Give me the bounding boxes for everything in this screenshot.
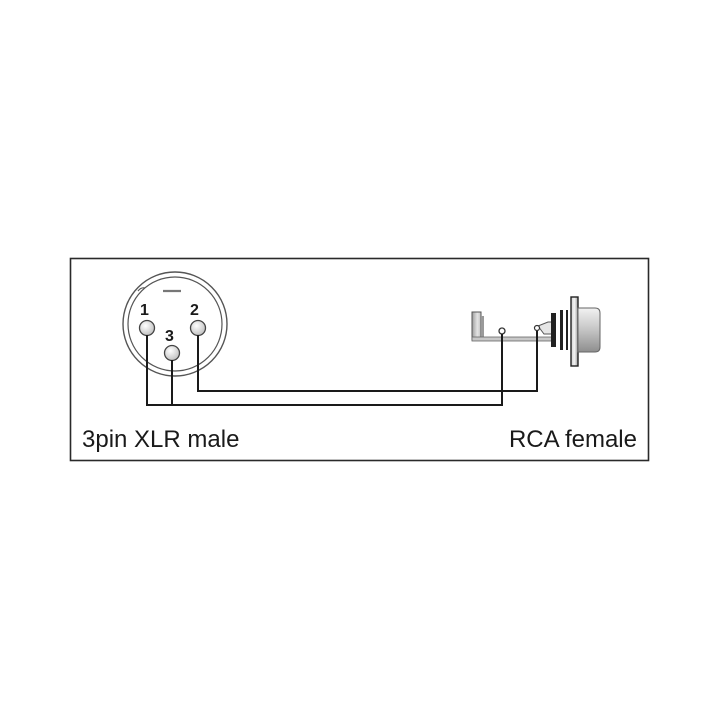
xlr-pin-1-label: 1 [140, 302, 149, 319]
rca-ground-solder-eye [498, 327, 506, 335]
rca-shaft [471, 336, 555, 342]
xlr-pin-1 [138, 319, 156, 337]
rca-washer-2 [560, 310, 563, 350]
rca-connector [471, 296, 601, 367]
xlr-latch-notch [137, 287, 146, 292]
rca-socket-body [577, 307, 601, 353]
xlr-pin-2-label: 2 [190, 302, 199, 319]
rca-ground-lug [471, 311, 482, 341]
rca-connector-label: RCA female [509, 426, 637, 453]
wire-ground-pin1 [146, 334, 503, 406]
xlr-pin-2 [189, 319, 207, 337]
rca-washer-1 [551, 313, 556, 347]
rca-ground-lug-edge [481, 316, 484, 338]
rca-washer-3 [566, 310, 568, 350]
rca-mount-plate [570, 296, 579, 367]
xlr-connector-label: 3pin XLR male [82, 426, 239, 453]
xlr-connector: 1 2 3 [122, 271, 228, 377]
wire-signal [197, 331, 538, 392]
xlr-pin-3 [163, 344, 181, 362]
wires [146, 331, 538, 406]
xlr-pin-3-label: 3 [165, 328, 174, 345]
rca-center-solder-eye [533, 324, 541, 332]
